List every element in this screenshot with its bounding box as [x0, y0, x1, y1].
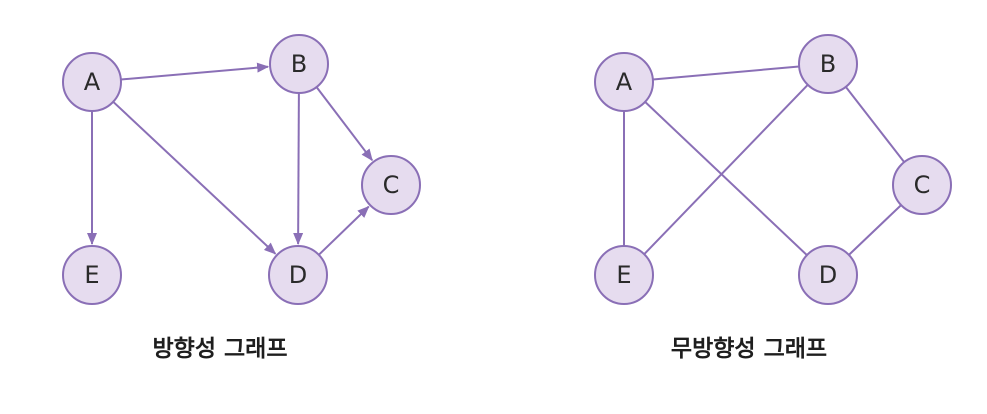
directed-graph-node-e: E — [62, 245, 122, 305]
undirected-graph-edge-c-d — [848, 204, 902, 256]
undirected-graph-node-c: C — [892, 155, 952, 215]
undirected-graph-node-e-label: E — [616, 261, 631, 289]
directed-graph-node-b-circle — [269, 34, 329, 94]
undirected-graph-nodes: A B C D E — [594, 34, 952, 305]
directed-graph-node-d: D — [268, 245, 328, 305]
undirected-graph-edges — [623, 65, 905, 256]
directed-graph-node-b-label: B — [291, 50, 307, 78]
undirected-graph-node-b-label: B — [820, 50, 836, 78]
directed-graph-node-d-label: D — [289, 261, 307, 289]
directed-graph-edges — [87, 62, 373, 256]
undirected-graph-node-d: D — [798, 245, 858, 305]
undirected-graph-node-a-circle — [594, 52, 654, 112]
undirected-graph-edge-b-e — [643, 84, 809, 255]
directed-graph-edge-b-c — [315, 86, 373, 162]
undirected-graph-caption: 무방향성 그래프 — [671, 336, 827, 362]
directed-graph-node-a-label: A — [84, 68, 101, 96]
directed-graph-node-b: B — [269, 34, 329, 94]
directed-graph-node-c: C — [361, 155, 421, 215]
directed-graph-node-a: A — [62, 52, 122, 112]
undirected-graph-edge-a-d — [644, 101, 808, 256]
undirected-graph-node-c-label: C — [914, 171, 931, 199]
undirected-graph-node-d-label: D — [819, 261, 837, 289]
directed-graph-node-e-circle — [62, 245, 122, 305]
undirected-graph-edge-b-c — [845, 86, 905, 163]
undirected-graph-node-e: E — [594, 245, 654, 305]
undirected-graph-node-b-circle — [798, 34, 858, 94]
undirected-graph-node-e-circle — [594, 245, 654, 305]
undirected-graph-node-b: B — [798, 34, 858, 94]
directed-graph-node-e-label: E — [84, 261, 99, 289]
directed-graph-nodes: A B C D E — [62, 34, 421, 305]
directed-graph-node-c-label: C — [383, 171, 400, 199]
directed-graph-edge-a-d — [112, 101, 277, 255]
directed-graph-caption: 방향성 그래프 — [153, 336, 288, 362]
directed-graph-node-d-circle — [268, 245, 328, 305]
directed-graph-node-a-circle — [62, 52, 122, 112]
undirected-graph-node-a: A — [594, 52, 654, 112]
directed-graph: A B C D E 방향성 그래프 — [62, 34, 421, 362]
directed-graph-node-c-circle — [361, 155, 421, 215]
undirected-graph-node-c-circle — [892, 155, 952, 215]
directed-graph-edge-a-b — [120, 62, 270, 81]
undirected-graph-node-d-circle — [798, 245, 858, 305]
directed-graph-edge-d-c — [318, 205, 370, 256]
undirected-graph-node-a-label: A — [616, 68, 633, 96]
undirected-graph-edge-a-b — [652, 65, 800, 81]
directed-graph-edge-b-d — [293, 92, 304, 245]
undirected-graph: A B C D E 무방향성 그래프 — [594, 34, 952, 362]
